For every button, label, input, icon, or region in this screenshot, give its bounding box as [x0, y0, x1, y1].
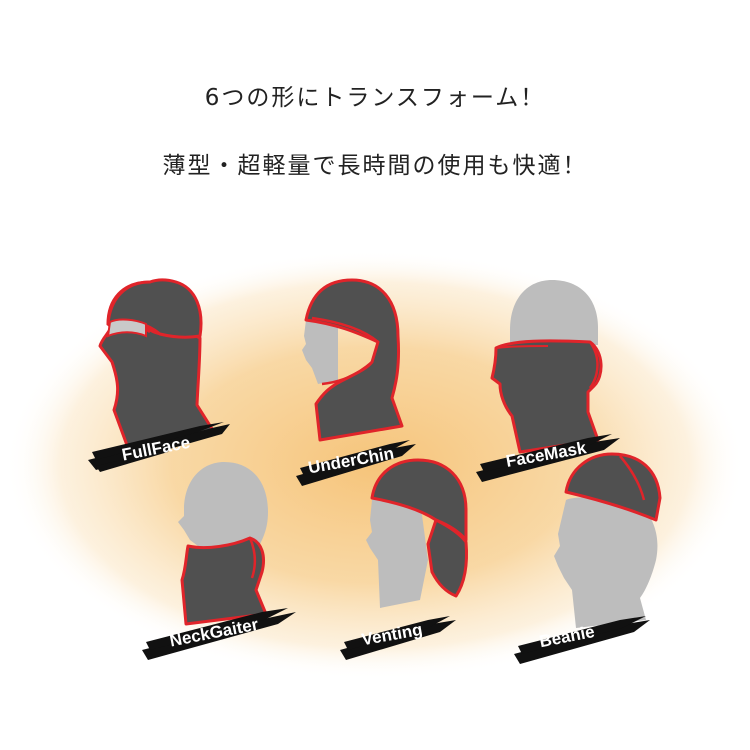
style-venting: Venting	[340, 458, 468, 660]
brush-stroke	[514, 616, 650, 664]
neck-gaiter-icon	[178, 462, 268, 626]
brush-stroke	[142, 608, 296, 660]
style-fullface: FullFace	[88, 278, 230, 472]
brush-stroke	[296, 440, 416, 486]
venting-hood-icon	[366, 458, 468, 608]
headline-line-1: 6つの形にトランスフォーム！	[204, 85, 546, 111]
style-neckgaiter: NeckGaiter	[142, 462, 296, 660]
style-facemask: FaceMask	[476, 280, 620, 482]
style-underchin: UnderChin	[296, 278, 416, 486]
style-beanie: Beanie	[514, 452, 662, 664]
beanie-icon	[554, 452, 662, 628]
face-mask-icon	[490, 280, 603, 454]
brush-stroke	[476, 434, 620, 482]
full-face-balaclava-icon	[98, 278, 216, 450]
under-chin-hood-icon	[302, 278, 404, 442]
headline-line-2: 薄型・超軽量で長時間の使用も快適！	[162, 153, 588, 179]
brush-stroke	[88, 422, 230, 472]
brush-stroke	[340, 616, 456, 660]
